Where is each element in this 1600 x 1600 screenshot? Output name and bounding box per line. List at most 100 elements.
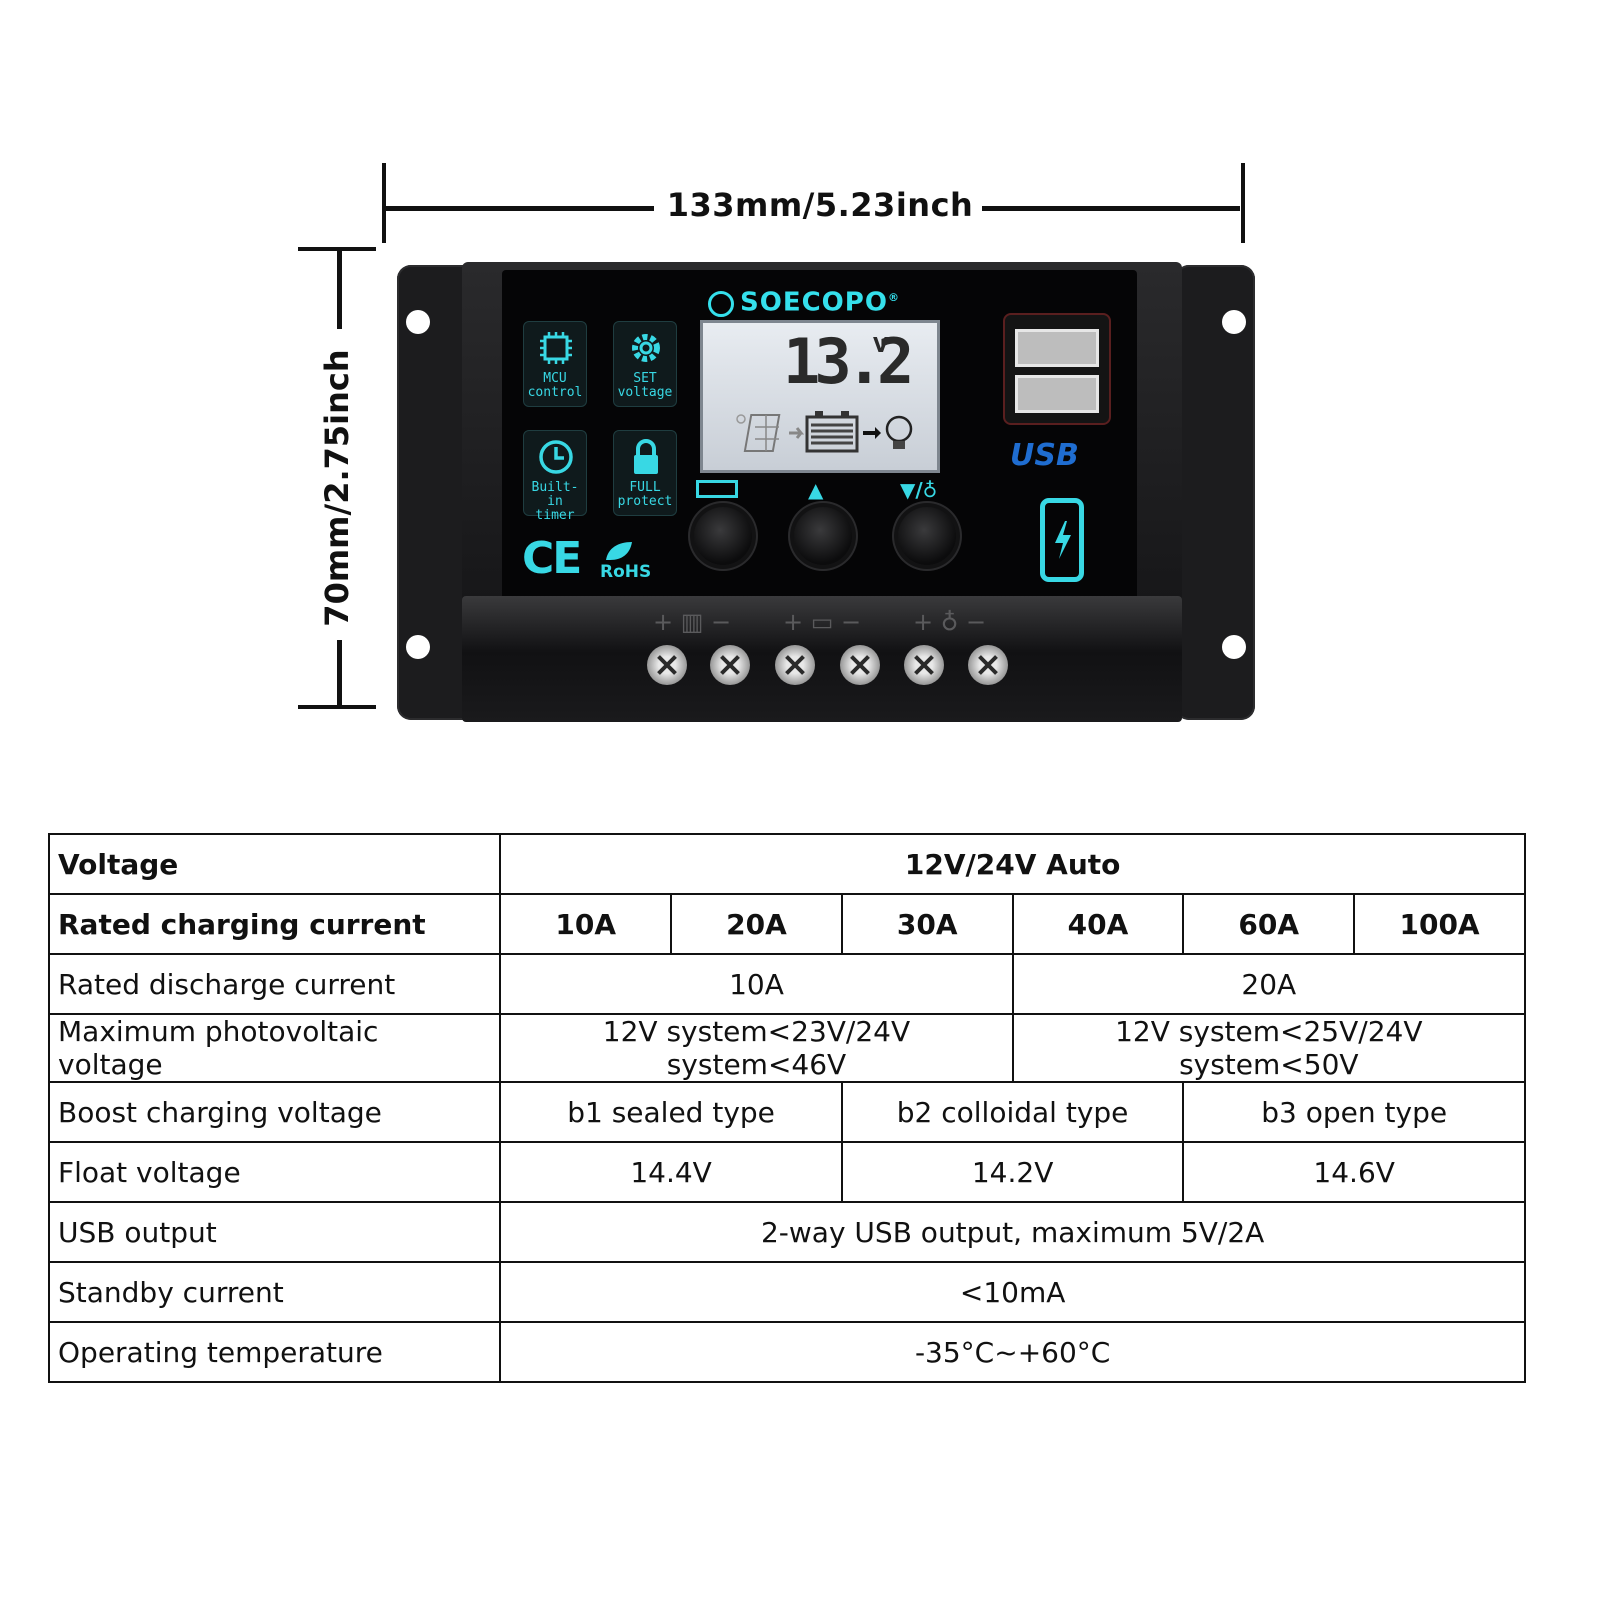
brand-name: SOECOPO (740, 287, 888, 318)
width-dimension-right-tick (1241, 163, 1245, 243)
battery-icon (805, 411, 859, 453)
row-label: Float voltage (47, 1141, 502, 1203)
table-cell: 12V system<25V/24V system<50V (1011, 1013, 1527, 1083)
usb-slot (1015, 329, 1099, 367)
chip-icon (540, 332, 572, 364)
bulb-icon (885, 415, 913, 449)
table-row: Rated charging current 10A 20A 30A 40A 6… (47, 893, 1526, 955)
leaf-icon (606, 542, 632, 560)
height-dimension-bottom-tick (298, 705, 376, 709)
tile-caption: MCU (543, 371, 567, 386)
table-cell: 14.2V (840, 1141, 1185, 1203)
table-cell: b1 sealed type (499, 1081, 843, 1143)
table-cell: 2-way USB output, maximum 5V/2A (499, 1201, 1526, 1263)
row-label: USB output (47, 1201, 502, 1263)
table-cell: <10mA (499, 1261, 1526, 1323)
table-row: Operating temperature -35°C~+60°C (47, 1321, 1526, 1383)
gear-icon (632, 334, 660, 362)
terminal-block (462, 596, 1182, 722)
table-cell: 14.6V (1182, 1141, 1526, 1203)
lcd-status-icons (736, 411, 913, 453)
solar-panel-icon (736, 414, 781, 452)
table-cell: 40A (1011, 893, 1185, 955)
rohs-label: RoHS (600, 562, 652, 582)
lightning-icon (1055, 521, 1071, 559)
table-cell: 20A (1011, 953, 1527, 1015)
height-dimension-line-bottom (337, 640, 342, 707)
row-label: Operating temperature (47, 1321, 502, 1383)
row-label: Rated charging current (47, 893, 502, 955)
height-dimension-line-top (337, 249, 342, 329)
lcd-display: 13.2 V (700, 320, 940, 473)
terminal-screw (647, 645, 687, 685)
lcd-voltage-unit: V (873, 333, 889, 357)
terminal-screw (710, 645, 750, 685)
terminal-screw (968, 645, 1008, 685)
row-label: Maximum photovoltaic voltage (47, 1013, 502, 1083)
row-label: Boost charging voltage (47, 1081, 502, 1143)
table-cell: 12V/24V Auto (499, 833, 1526, 895)
width-dimension-label: 133mm/5.23inch (666, 186, 974, 224)
mounting-hole (406, 310, 430, 334)
brand-logo: SOECOPO® (708, 280, 948, 318)
mounting-hole (406, 635, 430, 659)
tile-caption: Built-in (531, 480, 579, 509)
terminal-screw (840, 645, 880, 685)
registered-mark: ® (887, 291, 900, 304)
clock-icon (539, 440, 573, 474)
width-dimension-line-right (982, 206, 1240, 211)
width-dimension-left-tick (382, 163, 386, 243)
spec-table: Voltage 12V/24V Auto Rated charging curr… (47, 833, 1527, 1383)
table-cell: 10A (499, 893, 673, 955)
rohs-mark: RoHS (600, 540, 651, 582)
usb-port-block (1003, 313, 1111, 425)
battery-terminal-icon: + ▭ − (783, 608, 862, 636)
ce-mark: CE (522, 533, 582, 584)
menu-button[interactable] (694, 507, 752, 565)
table-row: Standby current <10mA (47, 1261, 1526, 1323)
table-row: Voltage 12V/24V Auto (47, 833, 1526, 895)
menu-battery-icon (696, 480, 738, 498)
row-label: Rated discharge current (47, 953, 502, 1015)
down-arrow-icon: ▼/♁ (900, 478, 938, 502)
table-row: USB output 2-way USB output, maximum 5V/… (47, 1201, 1526, 1263)
leaf-logo-icon (708, 290, 734, 317)
table-row: Maximum photovoltaic voltage 12V system<… (47, 1013, 1527, 1083)
row-label: Voltage (47, 833, 502, 895)
mounting-hole (1222, 310, 1246, 334)
table-row: Rated discharge current 10A 20A (47, 953, 1527, 1015)
table-row: Boost charging voltage b1 sealed type b2… (47, 1081, 1526, 1143)
terminal-screw (904, 645, 944, 685)
tile-caption: protect (617, 494, 673, 509)
tile-caption: voltage (617, 385, 673, 400)
right-mounting-ear (1175, 265, 1255, 720)
table-cell: 10A (499, 953, 1014, 1015)
usb-label: USB (1010, 438, 1079, 473)
table-cell: b3 open type (1182, 1081, 1526, 1143)
arrow-icon (789, 427, 805, 439)
table-cell: b2 colloidal type (840, 1081, 1185, 1143)
table-cell: 100A (1353, 893, 1526, 955)
table-cell: -35°C~+60°C (499, 1321, 1526, 1383)
table-cell: 12V system<23V/24V system<46V (499, 1013, 1014, 1083)
up-button[interactable] (794, 507, 852, 565)
up-arrow-icon: ▲ (808, 478, 824, 502)
table-row: Float voltage 14.4V 14.2V 14.6V (47, 1141, 1526, 1203)
width-dimension-line-left (384, 206, 654, 211)
phone-charging-icon (1040, 498, 1084, 582)
row-label: Standby current (47, 1261, 502, 1323)
table-cell: 14.4V (499, 1141, 843, 1203)
down-button[interactable] (898, 507, 956, 565)
usb-slot (1015, 375, 1099, 413)
tile-caption: timer (535, 508, 575, 523)
terminal-screw (775, 645, 815, 685)
mounting-hole (1222, 635, 1246, 659)
lock-icon (634, 439, 658, 474)
table-cell: 30A (840, 893, 1014, 955)
lcd-voltage-reading: 13.2 (783, 325, 914, 398)
tile-caption: SET (633, 371, 657, 386)
